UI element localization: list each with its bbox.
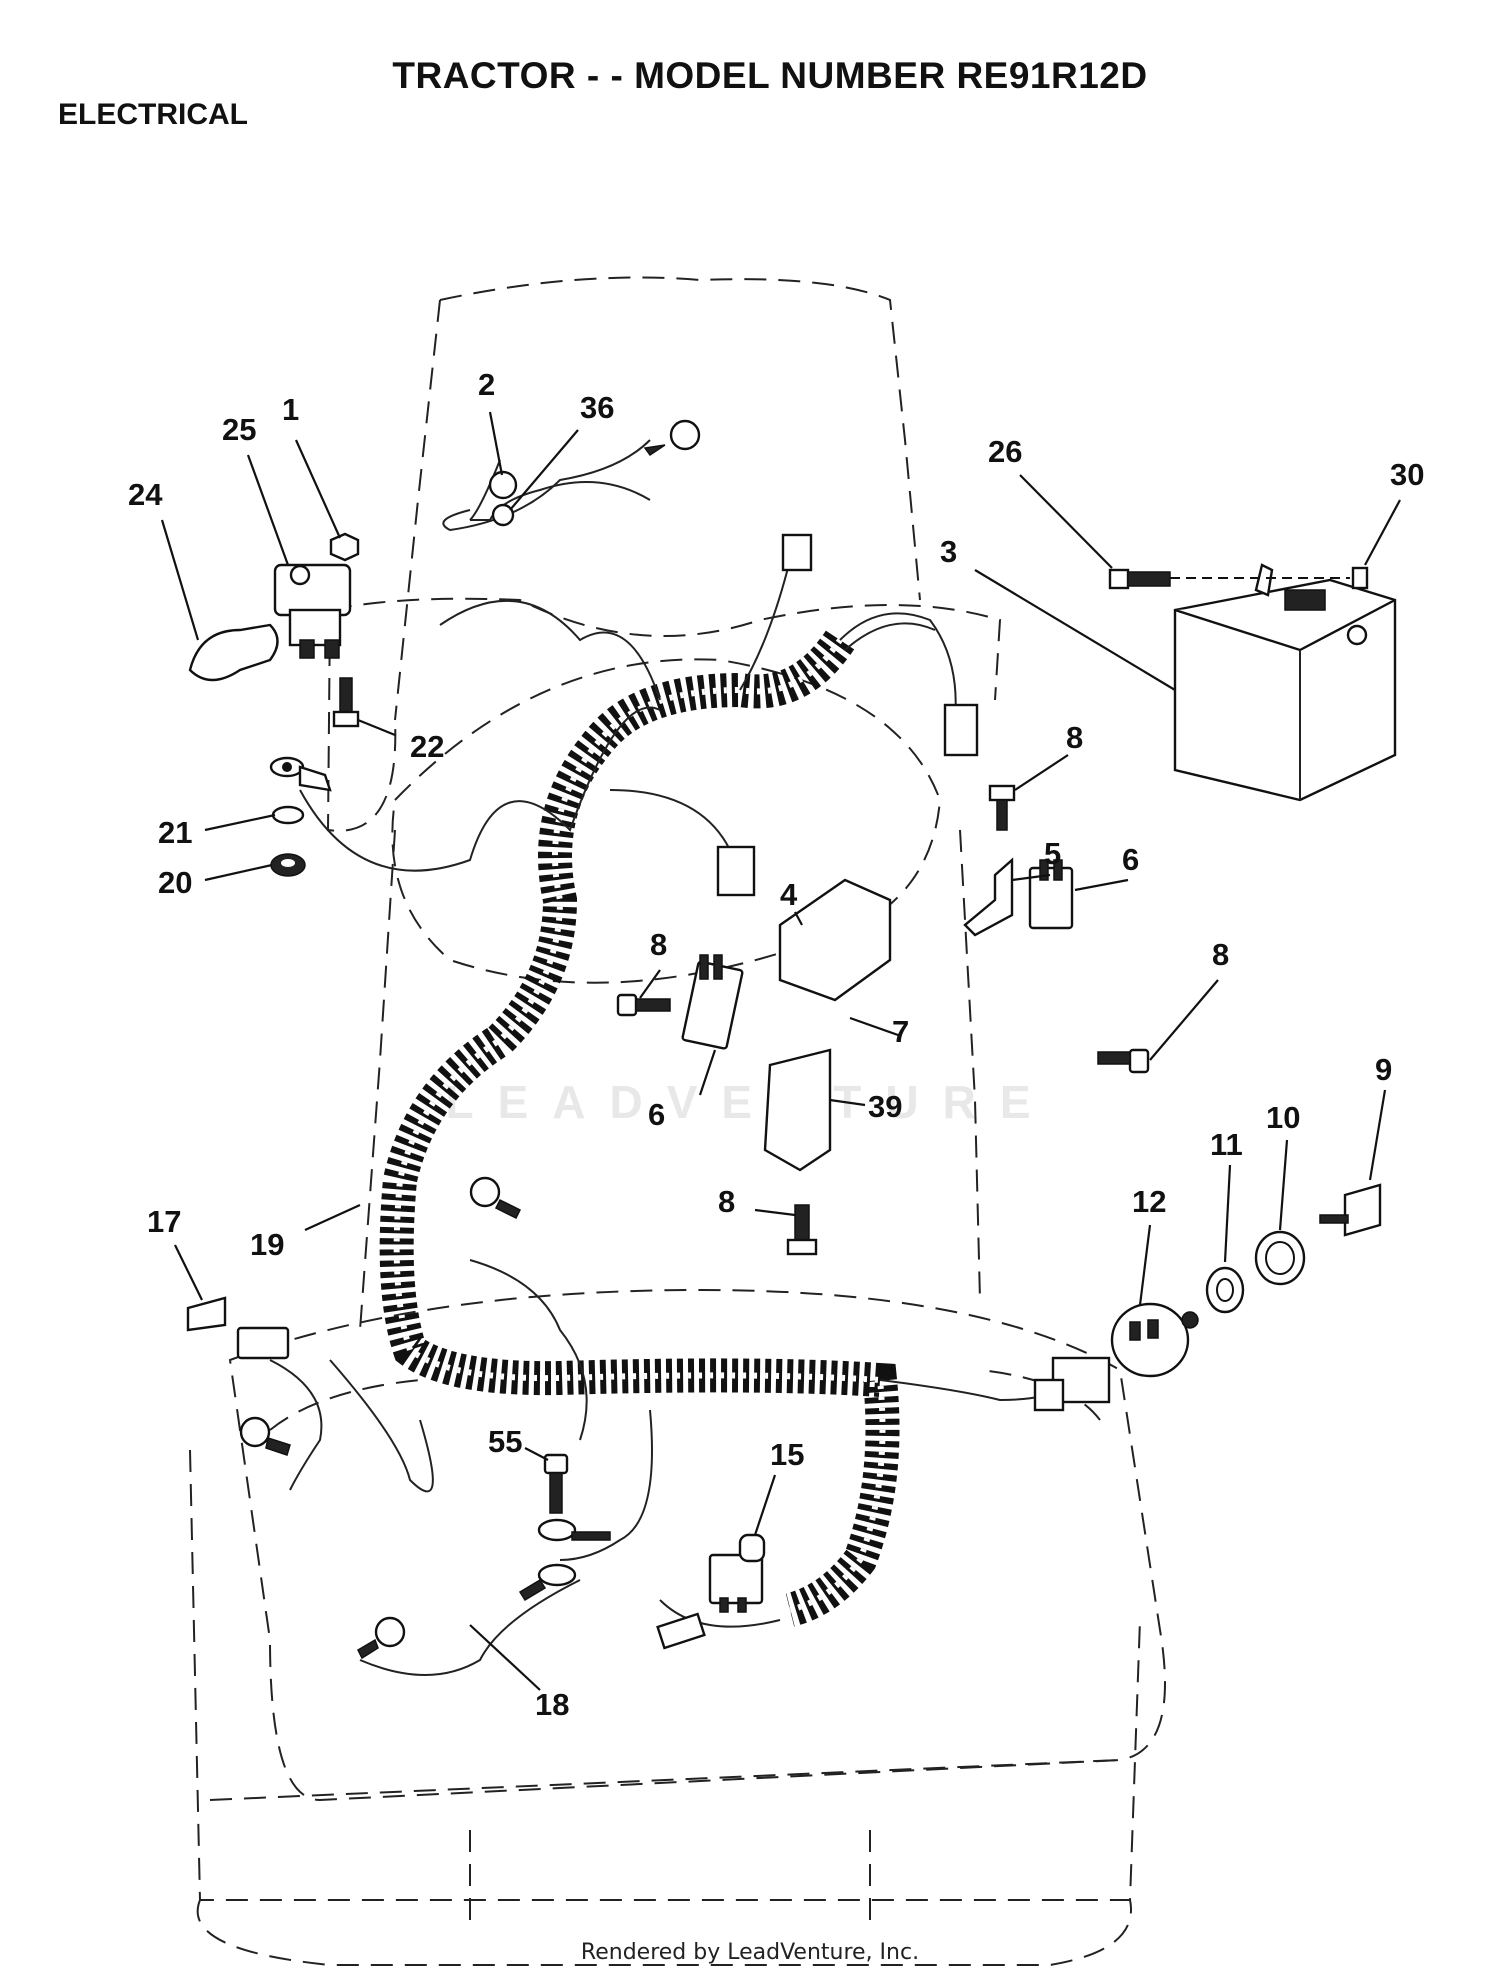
callout-1: 1 <box>282 392 299 427</box>
harness-connectors <box>716 533 1111 1412</box>
screw-8 <box>786 1204 818 1256</box>
callout-8: 8 <box>1212 937 1229 972</box>
fuse <box>186 1296 227 1332</box>
screw-8 <box>616 993 671 1017</box>
bracket-5 <box>963 857 1014 937</box>
battery <box>1173 563 1397 802</box>
callout-18: 18 <box>535 1687 569 1722</box>
ring-terminal <box>469 1176 522 1220</box>
ignition-bezel <box>1254 1230 1306 1286</box>
callout-8: 8 <box>650 927 667 962</box>
footer-credit: Rendered by LeadVenture, Inc. <box>580 1940 920 1965</box>
screw-8 <box>988 784 1016 831</box>
callout-8: 8 <box>718 1184 735 1219</box>
callout-3: 3 <box>940 534 957 569</box>
callout-12: 12 <box>1132 1184 1166 1219</box>
ground-wire <box>442 419 701 532</box>
section-label: ELECTRICAL <box>58 98 248 131</box>
tractor-outline <box>189 276 1166 1966</box>
bolt-22 <box>332 677 360 728</box>
callout-30: 30 <box>1390 457 1424 492</box>
callout-17: 17 <box>147 1204 181 1239</box>
fuse-holder <box>236 1326 290 1360</box>
leader-lines <box>160 411 1401 1691</box>
callout-39: 39 <box>868 1089 902 1124</box>
callout-8: 8 <box>1066 720 1083 755</box>
callout-15: 15 <box>770 1437 804 1472</box>
terminal-boot <box>188 623 279 682</box>
screw-8 <box>1097 1048 1150 1074</box>
hex-nut <box>329 532 360 562</box>
callout-26: 26 <box>988 434 1022 469</box>
lock-washer <box>271 805 305 825</box>
ignition-switch <box>1110 1302 1199 1378</box>
seat-switch <box>708 1533 766 1613</box>
callout-20: 20 <box>158 865 192 900</box>
callout-55: 55 <box>488 1424 522 1459</box>
callout-4: 4 <box>780 877 798 912</box>
battery-nut <box>1351 566 1369 590</box>
bracket-7 <box>778 878 892 1002</box>
callout-2: 2 <box>478 367 495 402</box>
callout-5: 5 <box>1044 836 1061 871</box>
callout-6: 6 <box>1122 842 1139 877</box>
ignition-nut <box>1205 1266 1245 1314</box>
callout-19: 19 <box>250 1227 284 1262</box>
seat-switch-connector <box>656 1612 706 1650</box>
callout-25: 25 <box>222 412 256 447</box>
ground-bolt-55 <box>518 1453 611 1602</box>
coiled-wire-harness <box>379 612 957 1627</box>
callout-11: 11 <box>1210 1127 1243 1162</box>
callout-21: 21 <box>158 815 192 850</box>
ring-terminal <box>357 1616 406 1660</box>
diagram-title: TRACTOR - - MODEL NUMBER RE91R12D <box>392 55 1148 96</box>
watermark: LEADVENTURE <box>445 1076 1055 1128</box>
ring-terminal <box>269 756 332 792</box>
ring-terminal <box>239 1416 291 1456</box>
interlock-switch-right <box>1028 859 1074 930</box>
interlock-switch-left <box>681 954 744 1050</box>
callout-9: 9 <box>1375 1052 1392 1087</box>
callout-22: 22 <box>410 729 444 764</box>
callouts: 1 2 3 4 5 6 6 7 8 8 8 8 9 10 11 12 15 17… <box>128 367 1424 1722</box>
ignition-key <box>1319 1183 1382 1237</box>
solenoid <box>273 563 352 659</box>
callout-6: 6 <box>648 1097 665 1132</box>
callout-7: 7 <box>892 1014 909 1049</box>
callout-24: 24 <box>128 477 163 512</box>
callout-10: 10 <box>1266 1100 1300 1135</box>
hex-nut-20 <box>270 853 306 877</box>
battery-bolt <box>1108 568 1350 590</box>
bracket-39 <box>763 1048 832 1172</box>
wires <box>269 459 1061 1676</box>
callout-36: 36 <box>580 390 614 425</box>
